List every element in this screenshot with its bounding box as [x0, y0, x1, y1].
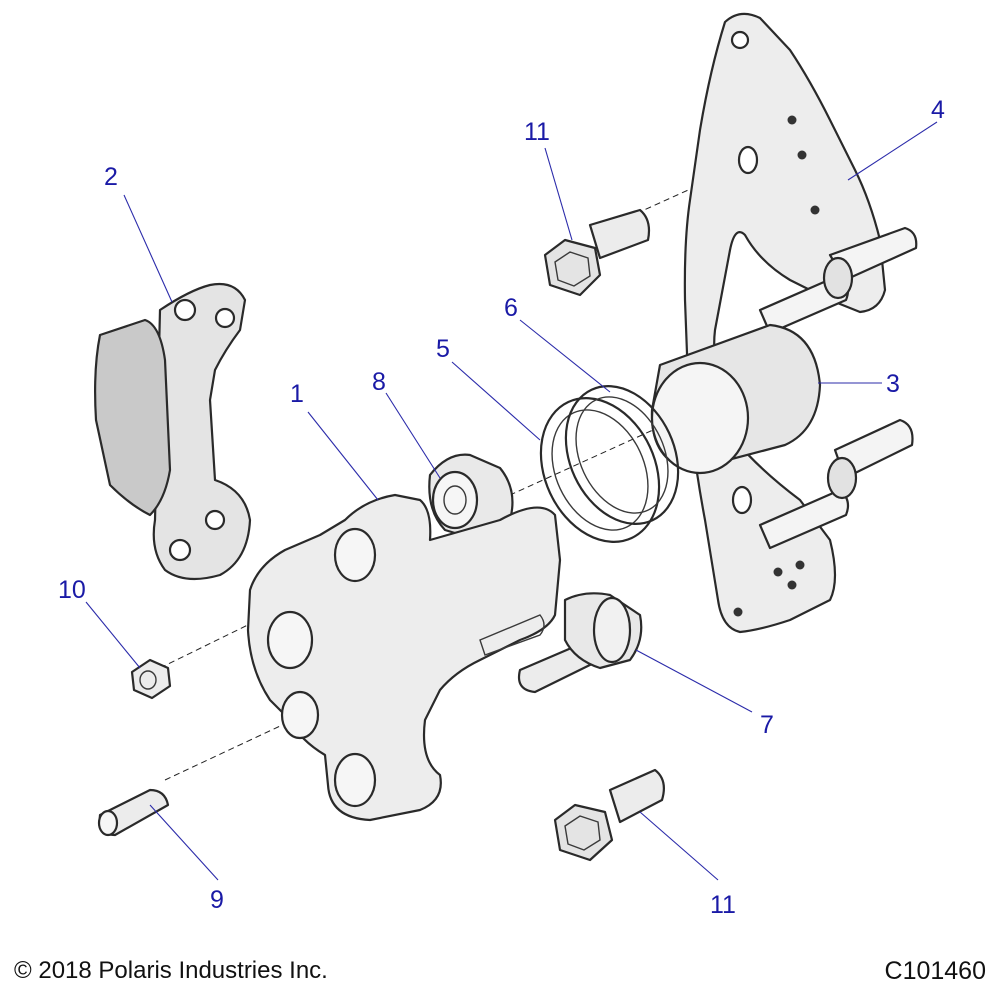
- callout-5: 5: [436, 335, 450, 363]
- brake-pad-assembly: [94, 282, 252, 581]
- bolt-top: [543, 208, 651, 297]
- callout-2: 2: [104, 163, 118, 191]
- caliper-body: [246, 493, 562, 822]
- bleeder-cap: [130, 658, 172, 700]
- callout-6: 6: [504, 294, 518, 322]
- piston: [650, 323, 822, 475]
- figure-id: C101460: [884, 957, 986, 985]
- guide-pin: [517, 592, 643, 694]
- callout-7: 7: [760, 711, 774, 739]
- callout-4: 4: [931, 96, 945, 124]
- callout-leader-lines: [85, 121, 938, 881]
- callout-8: 8: [372, 368, 386, 396]
- callout-3: 3: [886, 370, 900, 398]
- copyright-notice: © 2018 Polaris Industries Inc.: [14, 957, 328, 984]
- piston-seal-rings: [539, 385, 680, 543]
- bleeder-screw: [97, 788, 170, 837]
- callout-10: 10: [58, 576, 86, 604]
- callout-11-bottom: 11: [710, 891, 736, 919]
- bolt-bottom: [553, 768, 665, 862]
- mounting-bracket: [683, 12, 918, 634]
- callout-1: 1: [290, 380, 304, 408]
- dust-boot: [428, 453, 514, 542]
- callout-labels: 1 2 3 4 5 6 7 8 9 10 11 11: [58, 96, 945, 919]
- callout-11-top: 11: [524, 118, 550, 146]
- callout-9: 9: [210, 886, 224, 914]
